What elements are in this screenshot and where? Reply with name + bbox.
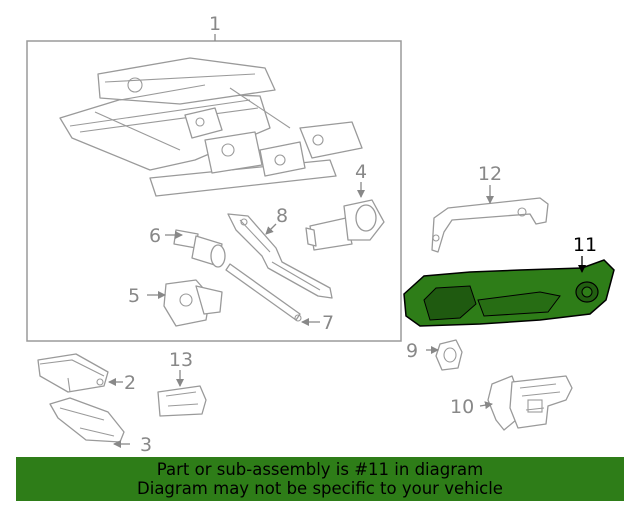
callout-12: 12 bbox=[478, 163, 502, 185]
part-10-switch bbox=[487, 375, 573, 431]
info-banner: Part or sub-assembly is #11 in diagram D… bbox=[16, 457, 624, 501]
part-1-seat-frame bbox=[59, 57, 363, 197]
banner-line-1: Part or sub-assembly is #11 in diagram bbox=[156, 460, 484, 479]
callout-7: 7 bbox=[322, 312, 334, 334]
callout-9: 9 bbox=[406, 340, 418, 362]
part-3-bracket bbox=[49, 397, 125, 443]
callout-13: 13 bbox=[169, 349, 193, 371]
callout-4: 4 bbox=[355, 161, 367, 183]
callout-labels: 1 2 3 4 5 6 7 8 9 10 11 12 13 bbox=[124, 13, 597, 455]
callout-8: 8 bbox=[276, 205, 288, 227]
banner-line-2: Diagram may not be specific to your vehi… bbox=[137, 479, 503, 498]
part-5-pump bbox=[163, 279, 223, 327]
callout-6: 6 bbox=[149, 225, 161, 247]
leader-lines bbox=[108, 34, 586, 448]
part-4-recliner-motor bbox=[305, 199, 385, 251]
part-9-knob bbox=[435, 339, 463, 371]
callout-1: 1 bbox=[209, 13, 221, 35]
callout-3: 3 bbox=[140, 434, 152, 455]
part-13-cover bbox=[157, 385, 207, 417]
parts-diagram: 1 2 3 4 5 6 7 8 9 10 11 12 13 bbox=[26, 13, 615, 455]
callout-2: 2 bbox=[124, 372, 136, 394]
callout-11: 11 bbox=[573, 234, 597, 256]
part-7-cable bbox=[225, 263, 302, 322]
part-12-wire-rod bbox=[431, 197, 549, 253]
assembly-box bbox=[26, 40, 402, 342]
part-8-bracket bbox=[227, 213, 333, 299]
callout-5: 5 bbox=[128, 285, 140, 307]
callout-10: 10 bbox=[450, 396, 474, 418]
part-11-highlighted-shield bbox=[403, 259, 615, 327]
part-2-module bbox=[37, 353, 109, 393]
